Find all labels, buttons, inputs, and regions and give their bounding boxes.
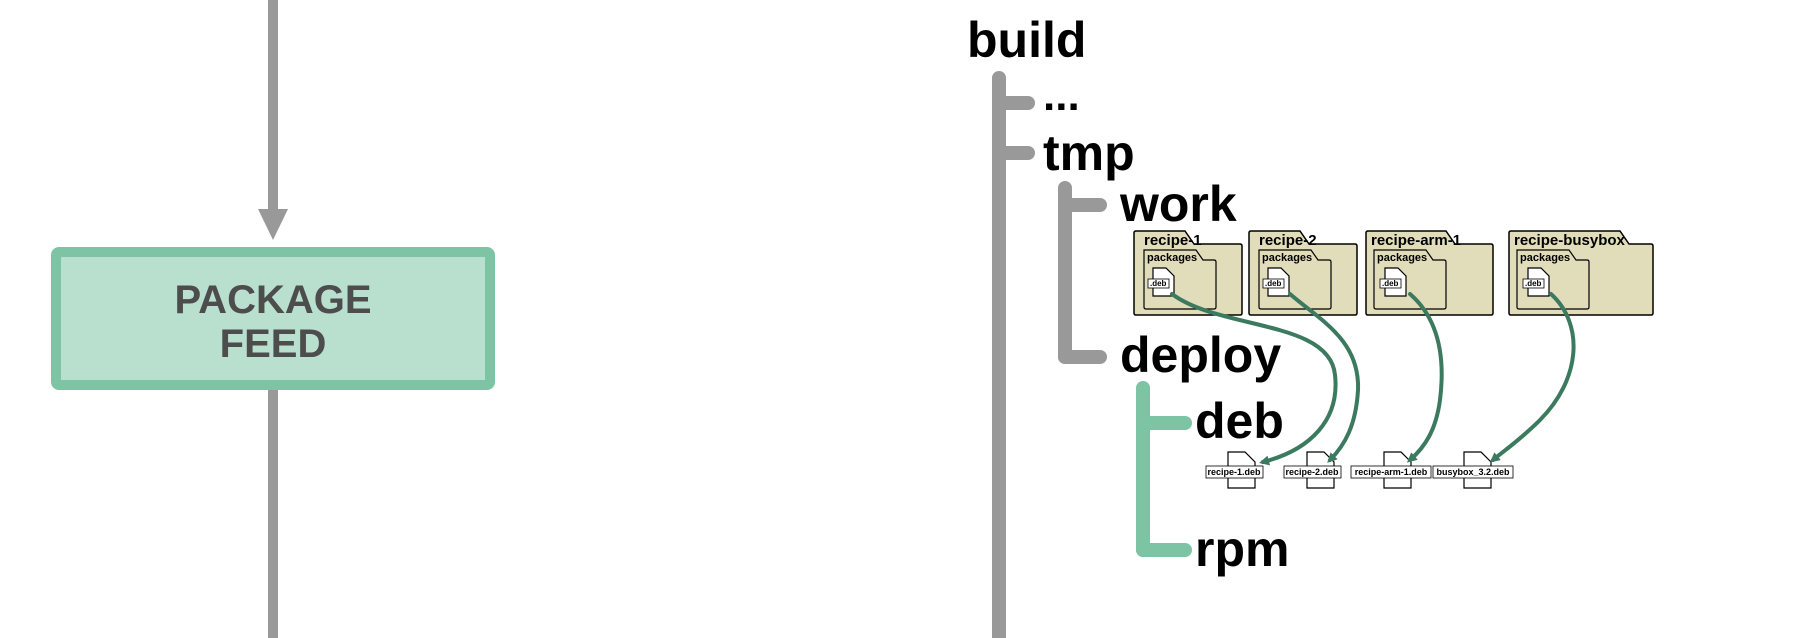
- file-tag-box: [1147, 278, 1170, 289]
- package-arrows: [1170, 292, 1576, 466]
- file-tag: .deb: [1382, 279, 1399, 288]
- package-feed-label-line1: PACKAGE: [174, 278, 371, 322]
- dir-deploy: deploy: [1120, 327, 1281, 383]
- file-tag: .deb: [1150, 279, 1167, 288]
- file-label-box: [1432, 465, 1514, 479]
- folder-title: recipe-arm-1: [1371, 232, 1461, 249]
- dir-rpm: rpm: [1195, 521, 1289, 577]
- deb-file-busybox: busybox_3.2.deb: [1432, 451, 1514, 489]
- file-label: recipe-2.deb: [1285, 467, 1339, 477]
- subfolder-label: packages: [1377, 252, 1427, 264]
- dir-work: work: [1119, 176, 1237, 232]
- package-feed-box: [51, 247, 495, 390]
- file-tag-box: [1262, 278, 1285, 289]
- recipe-folders: recipe-1 packages .deb recipe-2 packages…: [1133, 230, 1654, 316]
- file-label-box: [1350, 465, 1432, 479]
- folder-title: recipe-1: [1144, 232, 1202, 249]
- folder-recipe-arm-1: recipe-arm-1 packages .deb: [1365, 230, 1494, 316]
- dir-build: build: [967, 12, 1086, 68]
- file-tag-box: [1522, 278, 1545, 289]
- file-label-box: [1283, 465, 1342, 479]
- dir-ellipsis: ...: [1043, 71, 1080, 120]
- pipeline-left: PACKAGE FEED: [51, 0, 495, 638]
- folder-recipe-1: recipe-1 packages .deb: [1133, 230, 1243, 316]
- file-tag-box: [1379, 278, 1402, 289]
- subfolder-label: packages: [1147, 252, 1197, 264]
- file-label-box: [1205, 465, 1264, 479]
- folder-title: recipe-2: [1259, 232, 1317, 249]
- folder-title: recipe-busybox: [1514, 232, 1626, 249]
- dir-tmp: tmp: [1043, 125, 1135, 181]
- package-feed-label-line2: FEED: [220, 322, 327, 366]
- arrow-recipe-1: [1170, 292, 1338, 466]
- folder-recipe-busybox: recipe-busybox packages .deb: [1508, 230, 1654, 316]
- arrow-recipe-arm-1: [1406, 292, 1444, 463]
- file-tag: .deb: [1525, 279, 1542, 288]
- deb-output-files: recipe-1.deb recipe-2.deb recipe-arm-1.d…: [1205, 451, 1514, 489]
- file-label: recipe-arm-1.deb: [1355, 467, 1428, 477]
- pipeline-arrowhead: [258, 209, 288, 240]
- subfolder-label: packages: [1520, 252, 1570, 264]
- arrow-recipe-busybox: [1489, 292, 1576, 463]
- deb-file-recipe-arm-1: recipe-arm-1.deb: [1350, 451, 1432, 489]
- directory-tree: build ... tmp work deploy deb rpm: [967, 12, 1289, 638]
- file-tag: .deb: [1265, 279, 1282, 288]
- dir-deb: deb: [1195, 393, 1284, 449]
- file-label: busybox_3.2.deb: [1436, 467, 1510, 477]
- deb-file-recipe-1: recipe-1.deb: [1205, 451, 1264, 489]
- file-label: recipe-1.deb: [1207, 467, 1261, 477]
- folder-recipe-2: recipe-2 packages .deb: [1248, 230, 1358, 316]
- subfolder-label: packages: [1262, 252, 1312, 264]
- arrow-recipe-2: [1288, 292, 1361, 463]
